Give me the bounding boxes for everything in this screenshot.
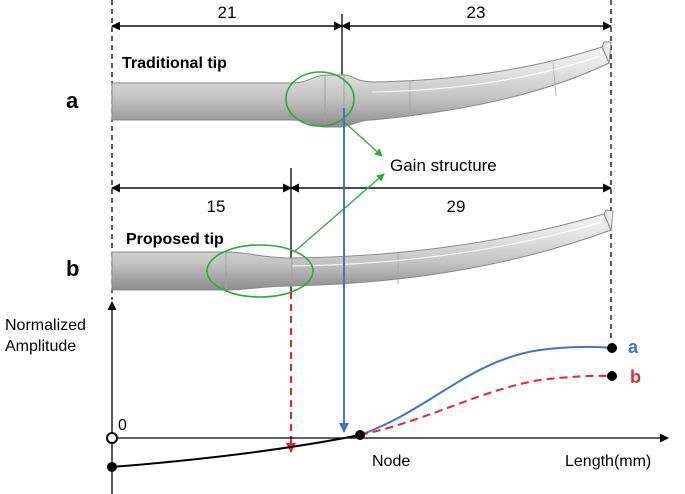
amplitude-curve-a (359, 345, 613, 436)
y-axis-label-line2: Amplitude (5, 338, 76, 355)
zero-label: 0 (118, 417, 127, 434)
node-point (355, 430, 365, 440)
traditional-tip-title: Traditional tip (122, 55, 227, 72)
dimension-b-left: 15 (207, 197, 226, 216)
traditional-tip-drawing: Traditional tip a (66, 41, 612, 128)
x-axis-label: Length(mm) (565, 453, 651, 470)
node-label: Node (372, 453, 410, 470)
gain-highlight-a (285, 71, 355, 127)
dimension-a-left: 21 (218, 3, 237, 22)
origin-marker (106, 432, 118, 444)
dimension-b-right: 29 (447, 197, 466, 216)
proposed-tip-title: Proposed tip (126, 231, 224, 248)
dimension-a-right: 23 (467, 3, 486, 22)
end-point-a (607, 343, 617, 353)
gain-structure-label: Gain structure (390, 156, 497, 175)
proposed-tip-drawing: Proposed tip b (66, 209, 614, 291)
y-axis-label-line1: Normalized (5, 317, 86, 334)
gain-highlight-b (206, 244, 314, 298)
leader-line-b (293, 173, 385, 253)
curve-label-a: a (628, 337, 639, 357)
amplitude-plot: Normalized Amplitude 0 Node Length(mm) a… (5, 301, 669, 494)
curve-label-b: b (630, 367, 641, 387)
start-point (107, 462, 117, 472)
shared-negative-segment (111, 434, 361, 468)
end-point-b (607, 371, 617, 381)
gain-structure-callout: Gain structure (206, 71, 497, 298)
amplitude-curve-b (359, 374, 613, 436)
row-label-b: b (66, 256, 79, 281)
leader-line-a (341, 119, 383, 157)
row-label-a: a (66, 88, 79, 113)
dimension-row-a: 21 23 (111, 3, 612, 112)
